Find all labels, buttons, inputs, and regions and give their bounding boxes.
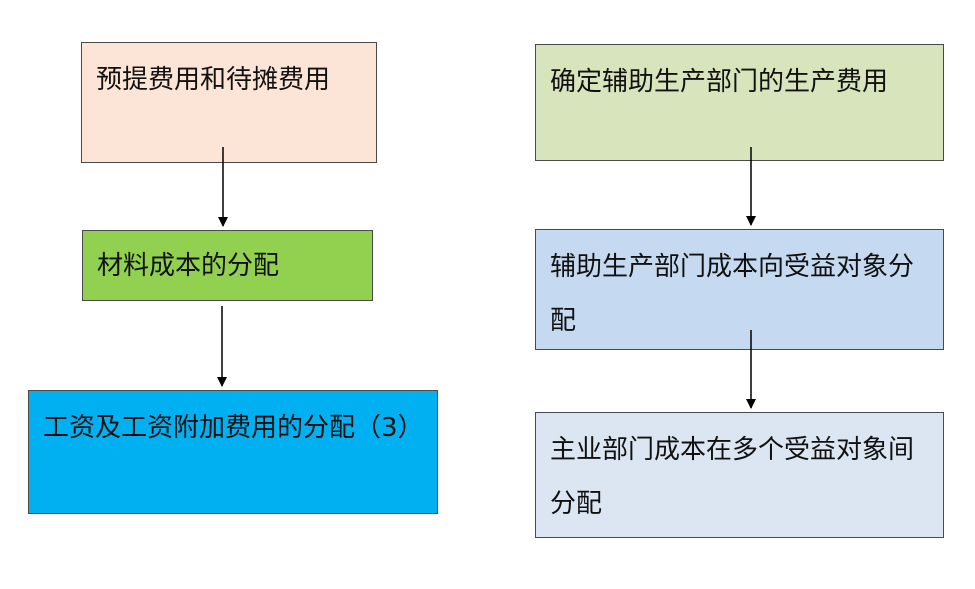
flow-box-auxiliary-cost-to-beneficiaries: 辅助生产部门成本向受益对象分配 bbox=[535, 229, 944, 350]
flow-box-main-cost-multi-beneficiaries: 主业部门成本在多个受益对象间分配 bbox=[535, 412, 944, 538]
flow-box-wage-cost-allocation: 工资及工资附加费用的分配（3） bbox=[28, 390, 438, 514]
flow-box-label: 辅助生产部门成本向受益对象分配 bbox=[550, 252, 915, 336]
flow-box-auxiliary-production-cost: 确定辅助生产部门的生产费用 bbox=[535, 44, 944, 161]
flow-box-label: 主业部门成本在多个受益对象间分配 bbox=[550, 435, 915, 519]
flow-box-label: 材料成本的分配 bbox=[97, 251, 280, 281]
flow-box-prepaid-accrued-expenses: 预提费用和待摊费用 bbox=[81, 42, 377, 163]
flow-box-label: 确定辅助生产部门的生产费用 bbox=[550, 67, 889, 97]
flow-box-material-cost-allocation: 材料成本的分配 bbox=[82, 230, 373, 301]
flow-box-label: 工资及工资附加费用的分配（3） bbox=[43, 413, 424, 443]
flow-box-label: 预提费用和待摊费用 bbox=[96, 65, 331, 95]
